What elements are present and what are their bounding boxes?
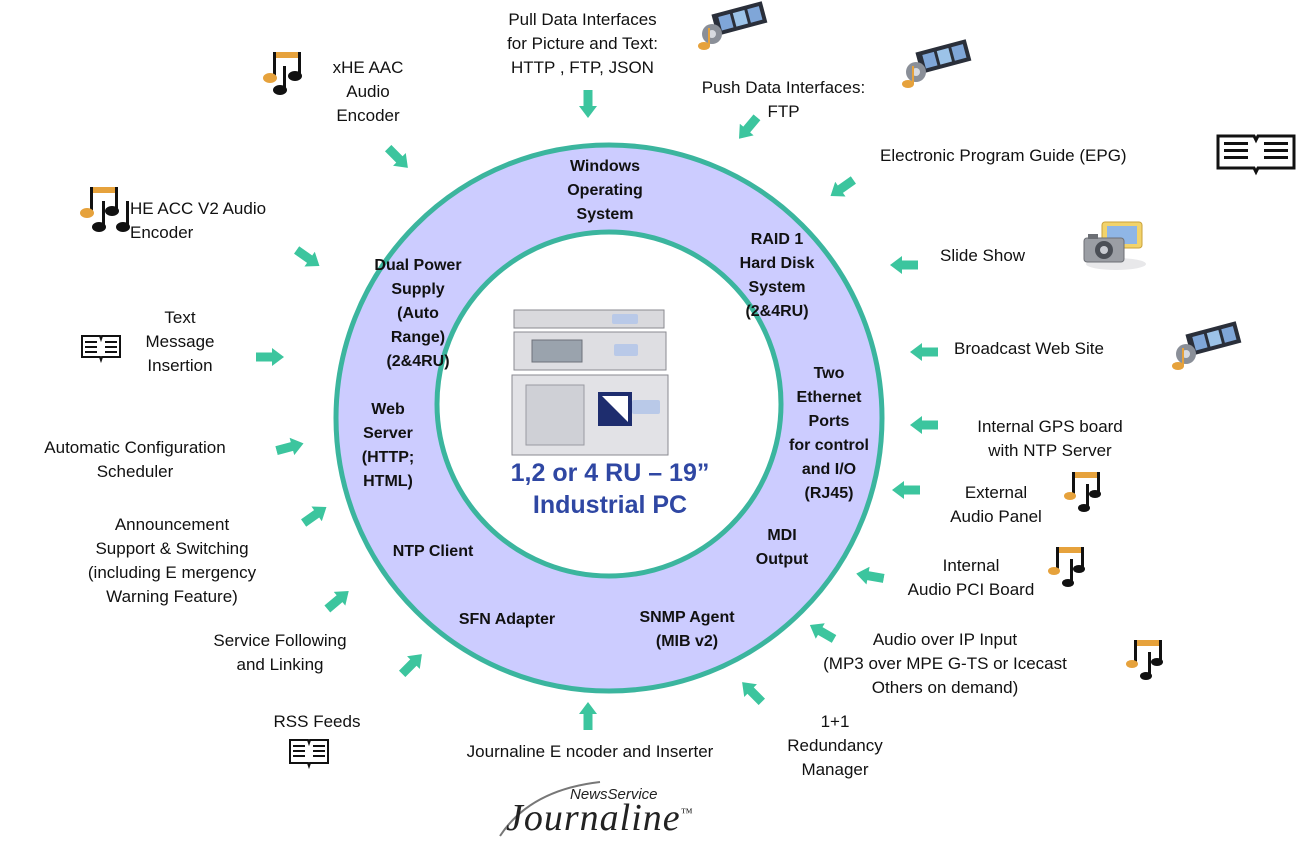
arrow-gps: [910, 416, 938, 434]
feature-ntp-client: NTP Client: [392, 543, 474, 560]
label-auto-config: Automatic Configuration Scheduler: [44, 438, 226, 481]
book-icon: [81, 335, 121, 364]
arrow-heacc: [291, 242, 325, 274]
logo-journaline-text: Journaline: [506, 797, 681, 839]
music-notes-icon: [1126, 640, 1163, 680]
media-film-icon: [902, 39, 972, 88]
label-external-audio: External Audio Panel: [950, 483, 1042, 526]
media-film-icon: [1172, 321, 1242, 370]
feature-web-server: Web Server (HTTP; HTML): [361, 401, 415, 490]
music-notes-icon: [1064, 472, 1101, 512]
logo-swoosh: [499, 781, 601, 837]
arrow-extaudio: [892, 481, 920, 499]
feature-snmp-agent: SNMP Agent (MIB v2): [639, 609, 735, 650]
feature-raid: RAID 1 Hard Disk System (2&4RU): [739, 231, 815, 320]
camera-icon: [1083, 221, 1146, 270]
label-redundancy: 1+1 Redundancy Manager: [787, 712, 883, 779]
label-gps: Internal GPS board with NTP Server: [977, 417, 1123, 460]
label-internal-audio: Internal Audio PCI Board: [907, 556, 1035, 599]
book-icon: [289, 739, 329, 770]
arrow-slide: [890, 256, 918, 274]
arrow-autoconfig: [274, 434, 306, 460]
label-broadcast-web: Broadcast Web Site: [954, 339, 1104, 358]
arrow-text: [256, 348, 284, 366]
arrow-website: [910, 343, 938, 361]
logo-newsservice: NewsService: [570, 786, 658, 803]
label-service-following: Service Following and Linking: [213, 631, 347, 674]
arrow-announce: [298, 499, 332, 531]
feature-sfn-adapter: SFN Adapter: [458, 611, 556, 628]
media-film-icon: [698, 1, 768, 50]
arrow-pull: [579, 90, 597, 118]
center-title: 1,2 or 4 RU – 19” Industrial PC: [510, 459, 710, 519]
industrial-pc-rack-icon: [511, 309, 669, 456]
label-he-acc: HE ACC V2 Audio Encoder: [130, 199, 267, 242]
arrow-rss: [395, 647, 429, 681]
book-icon: [1216, 134, 1296, 176]
music-notes-icon: [263, 52, 302, 95]
arrow-service: [321, 584, 355, 616]
feature-ethernet: Two Ethernet Ports for control and I/O (…: [789, 365, 869, 502]
label-xhe-aac: xHE AAC Audio Encoder: [332, 58, 404, 125]
feature-windows-os: Windows Operating System: [567, 158, 643, 223]
arrow-epg: [825, 172, 859, 204]
logo-trademark: ™: [680, 805, 694, 820]
feature-mdi-output: MDI Output: [755, 527, 809, 568]
label-epg: Electronic Program Guide (EPG): [880, 146, 1127, 165]
label-audio-over-ip: Audio over IP Input (MP3 over MPE G-TS o…: [823, 630, 1067, 697]
music-notes-icon: [80, 187, 130, 232]
label-rss-feeds: RSS Feeds: [273, 712, 361, 731]
label-pull-data: Pull Data Interfaces for Picture and Tex…: [507, 10, 658, 77]
label-push-data: Push Data Interfaces: FTP: [701, 78, 866, 121]
logo-journaline: Journaline™: [506, 796, 693, 840]
label-slide-show: Slide Show: [940, 246, 1026, 265]
label-journaline: Journaline E ncoder and Inserter: [466, 742, 714, 761]
arrow-redundancy: [735, 675, 769, 709]
arrow-journaline: [579, 702, 597, 730]
label-announcement: Announcement Support & Switching (includ…: [87, 515, 257, 606]
label-text-message: Text Message Insertion: [145, 308, 215, 375]
music-notes-icon: [1048, 547, 1085, 587]
feature-dual-power: Dual Power Supply (Auto Range) (2&4RU): [374, 257, 462, 370]
arrow-xhe: [381, 141, 415, 175]
